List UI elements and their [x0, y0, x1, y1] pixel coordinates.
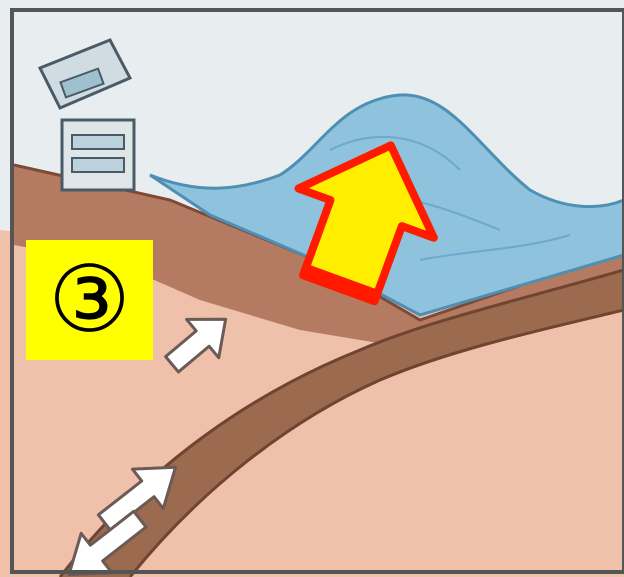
step-number-label: ③ — [48, 254, 130, 346]
step-number-badge: ③ — [26, 240, 153, 360]
